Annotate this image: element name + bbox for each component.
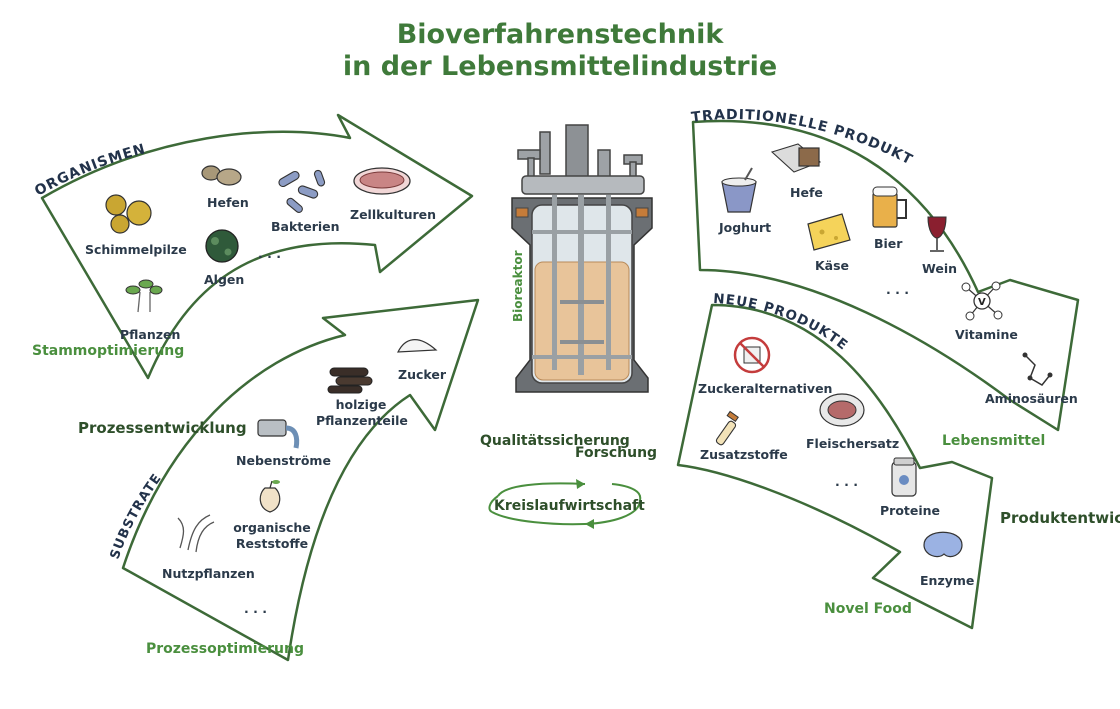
- item-organismen-more: . . .: [258, 246, 281, 261]
- item-hefe: Hefe: [790, 185, 823, 200]
- bioreactor-label: Bioreaktor: [511, 250, 525, 322]
- nutzpflanzen-icon: [177, 514, 215, 553]
- proteine-icon: [891, 457, 917, 497]
- fleischersatz-icon: [819, 393, 865, 427]
- organische-reststoffe-icon: [259, 480, 281, 513]
- item-traditionelle-more: . . .: [886, 282, 909, 297]
- item-hefen: Hefen: [207, 195, 249, 210]
- item-bakterien: Bakterien: [271, 219, 340, 234]
- enzyme-icon: [923, 531, 963, 558]
- item-kaese: Käse: [815, 258, 850, 273]
- item-nebenstroeme: Nebenströme: [236, 453, 331, 468]
- zucker-icon: [397, 339, 438, 353]
- svg-text:V: V: [978, 297, 986, 308]
- item-neue-more: . . .: [835, 474, 858, 489]
- zuckeralternativen-icon: [733, 336, 771, 374]
- vitamine-icon: V: [961, 281, 1003, 321]
- label-prozessentwicklung: Prozessentwicklung: [78, 419, 247, 437]
- hefen-icon: [201, 165, 242, 186]
- label-produktentwicklung: Produktentwicklung: [1000, 509, 1120, 527]
- item-joghurt: Joghurt: [719, 220, 772, 235]
- cycle-arrows: [488, 479, 642, 529]
- zusatzstoffe-icon: [715, 410, 739, 446]
- label-kreislaufwirtschaft: Kreislaufwirtschaft: [494, 498, 645, 514]
- arrow-substrate: [121, 298, 480, 662]
- label-prozessoptimierung: Prozessoptimierung: [146, 641, 304, 657]
- item-bier: Bier: [874, 236, 903, 251]
- title-line-2: in der Lebensmittelindustrie: [342, 51, 778, 82]
- schimmelpilze-icon: [105, 194, 152, 234]
- item-schimmelpilze: Schimmelpilze: [85, 242, 187, 257]
- item-zusatzstoffe: Zusatzstoffe: [700, 447, 788, 462]
- hefe-icon: [770, 143, 822, 173]
- item-fleischersatz: Fleischersatz: [806, 436, 900, 451]
- nebenstroeme-icon: [257, 419, 300, 449]
- item-zuckeralternativen: Zuckeralternativen: [698, 381, 833, 396]
- zellkulturen-icon: [353, 167, 411, 195]
- item-enzyme: Enzyme: [920, 573, 975, 588]
- item-algen: Algen: [204, 272, 245, 287]
- item-wein: Wein: [922, 261, 958, 276]
- label-forschung: Forschung: [575, 445, 658, 461]
- item-holzige-pflanzenteile: holzige Pflanzenteile: [316, 397, 408, 428]
- bakterien-icon: [278, 169, 326, 213]
- arrow-neue: [676, 303, 994, 630]
- item-substrate-more: . . .: [244, 601, 267, 616]
- label-lebensmittel: Lebensmittel: [942, 433, 1046, 449]
- label-qualitaetssicherung: Qualitätssicherung: [480, 433, 630, 449]
- algen-icon: [205, 229, 239, 263]
- item-nutzpflanzen: Nutzpflanzen: [162, 566, 255, 581]
- bioreactor-illustration: [511, 124, 653, 393]
- arrow-traditionelle: [691, 119, 1080, 432]
- holzige-pflanzenteile-icon: [327, 367, 373, 394]
- item-organische-reststoffe: organische Reststoffe: [233, 520, 311, 551]
- item-vitamine: Vitamine: [955, 327, 1018, 342]
- item-aminosaeuren: Aminosäuren: [985, 391, 1078, 406]
- label-novel-food: Novel Food: [824, 601, 912, 617]
- label-stammoptimierung: Stammoptimierung: [32, 343, 185, 359]
- item-pflanzen: Pflanzen: [120, 327, 181, 342]
- title-line-1: Bioverfahrenstechnik: [396, 19, 724, 50]
- wein-icon: [927, 216, 947, 252]
- item-zucker: Zucker: [398, 367, 446, 382]
- item-proteine: Proteine: [880, 503, 941, 518]
- bier-icon: [872, 186, 907, 228]
- aminosaeuren-icon: [1022, 352, 1053, 386]
- pflanzen-icon: [125, 279, 163, 313]
- joghurt-icon: [721, 167, 757, 213]
- kaese-icon: [807, 213, 851, 251]
- item-zellkulturen: Zellkulturen: [350, 207, 437, 222]
